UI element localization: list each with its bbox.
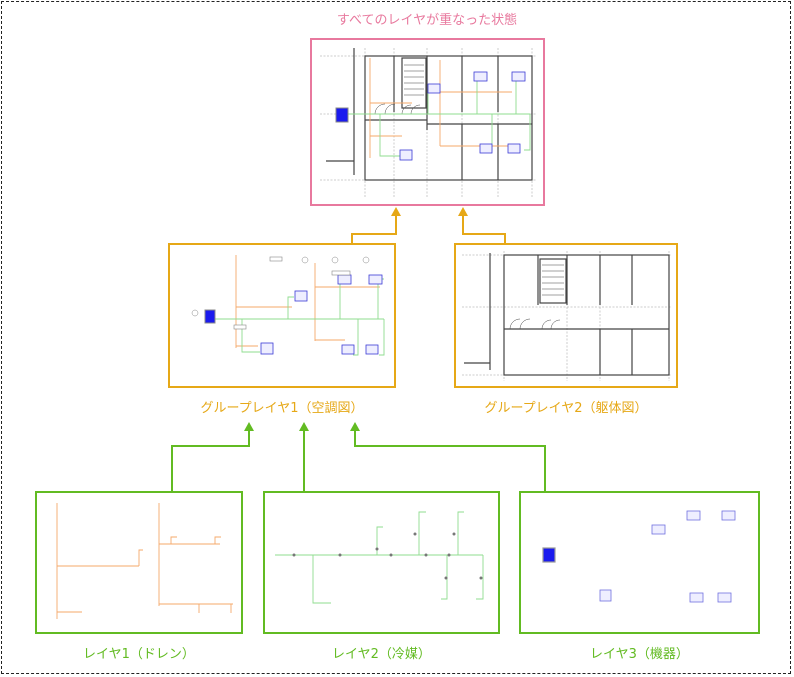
indoor-unit-icon [542, 547, 556, 563]
group-layer2-structure-drawing [462, 251, 672, 381]
group-layer2-panel [454, 243, 678, 388]
layer1-drain-panel [35, 491, 243, 634]
ac-unit-icon [689, 592, 704, 603]
group-layer2-label: グループレイヤ2（躯体図） [484, 401, 648, 416]
ac-unit-icon [686, 510, 701, 521]
combined-view-panel [310, 38, 545, 206]
group-layer1-hvac-drawing [191, 255, 385, 356]
layer3-label: レイヤ3（機器） [590, 647, 689, 662]
group-layer1-panel [168, 243, 396, 388]
layer2-refrigerant-drawing [275, 511, 484, 604]
group-layer1-label: グループレイヤ1（空調図） [200, 401, 364, 416]
layer3-equipment-drawing [542, 510, 736, 603]
ac-unit-icon [721, 510, 736, 521]
ac-unit-icon [599, 589, 612, 602]
ac-unit-icon [717, 592, 732, 603]
combined-title: すべてのレイヤが重なった状態 [336, 13, 518, 28]
combined-floor-plan [320, 48, 537, 198]
layer1-label: レイヤ1（ドレン） [83, 647, 195, 662]
layer3-equipment-panel [519, 491, 760, 634]
ac-unit-icon [651, 524, 666, 535]
layer1-drain-drawing [56, 503, 233, 619]
layer2-refrigerant-panel [263, 491, 500, 634]
layer2-label: レイヤ2（冷媒） [332, 647, 431, 662]
